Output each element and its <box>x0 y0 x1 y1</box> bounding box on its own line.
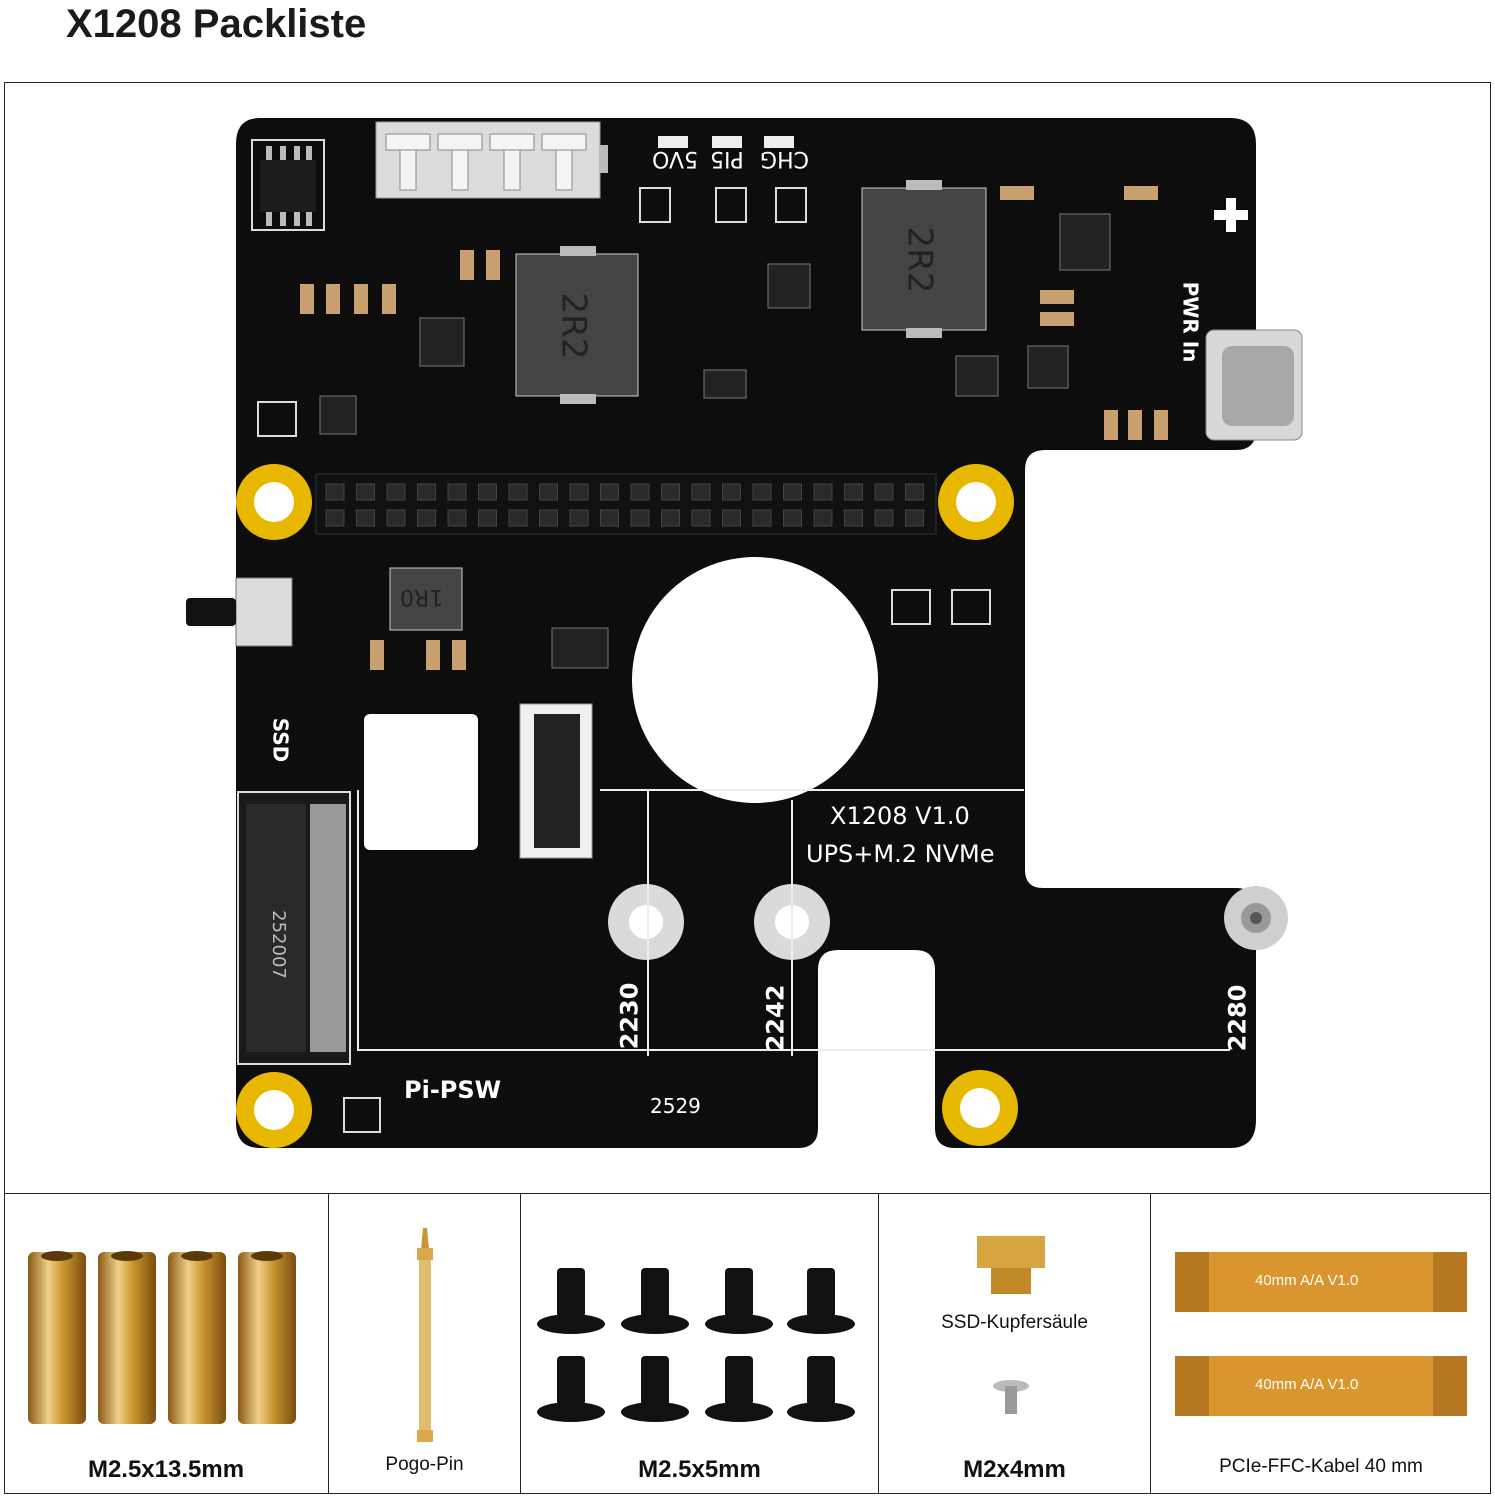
gpio-pin <box>905 509 924 527</box>
brass-standoff-icon <box>28 1251 296 1424</box>
gpio-pin <box>905 483 924 501</box>
gpio-pin <box>813 483 833 501</box>
gpio-pin <box>386 483 406 501</box>
gpio-pin <box>478 509 497 527</box>
gpio-pin <box>844 509 863 527</box>
gpio-pin <box>722 509 741 527</box>
ssd-label: SSD <box>268 717 293 763</box>
standoff-label: M2.5x13.5mm <box>87 1456 245 1483</box>
gpio-pin <box>356 509 375 527</box>
gpio-pin <box>569 483 589 501</box>
gpio-pin <box>630 509 650 527</box>
screw-body <box>641 1268 669 1318</box>
cell-divider <box>328 1193 329 1494</box>
screw-body <box>725 1268 753 1318</box>
screw-head <box>621 1402 689 1422</box>
inductor-label-1: 2R2 <box>553 292 594 360</box>
gpio-pin <box>752 509 772 527</box>
gpio-pin <box>539 483 558 501</box>
led-label-chg: CHG <box>760 146 809 171</box>
ssd-screw-label: M2x4mm <box>963 1456 1066 1483</box>
led-label-5vo: 5VO <box>652 146 698 171</box>
screw-head <box>705 1314 773 1334</box>
screw-head <box>705 1402 773 1422</box>
gpio-pin <box>508 483 528 501</box>
ffc-cable-icon <box>1175 1252 1467 1416</box>
gpio-pin <box>874 509 894 527</box>
gpio-pin <box>661 483 680 501</box>
gpio-pin <box>356 483 375 501</box>
packing-list-frame <box>4 82 1491 1494</box>
gpio-pin <box>417 509 436 527</box>
cell-divider <box>878 1193 879 1494</box>
slot-label-2280: 2280 <box>1223 984 1252 1052</box>
gpio-pin <box>874 483 894 501</box>
screw-body <box>557 1356 585 1406</box>
screw-label: M2.5x5mm <box>638 1456 761 1483</box>
gpio-pin <box>722 483 741 501</box>
screw-head <box>787 1314 855 1334</box>
pogo-pin-icon <box>417 1228 433 1442</box>
x1208-board-image <box>186 118 1303 1148</box>
gpio-pin <box>600 483 619 501</box>
serial-label: 2529 <box>650 1094 701 1118</box>
gpio-pin <box>752 483 772 501</box>
accessory-cell-standoffs: M2.5x13.5mm <box>4 1194 328 1493</box>
ffc-cable-label: PCIe-FFC-Kabel 40 mm <box>1219 1456 1423 1477</box>
gpio-pin <box>325 509 345 527</box>
led-label-pi5: PI5 <box>710 146 744 171</box>
page-title: X1208 Packliste <box>66 2 367 46</box>
accessory-cell-ssd-pillar: SSD-Kupfersäule M2x4mm <box>879 1194 1150 1493</box>
gpio-pin <box>569 509 589 527</box>
board-subtitle-label: UPS+M.2 NVMe <box>806 840 995 868</box>
inductor-label-3: 1R0 <box>400 584 444 609</box>
cell-divider <box>1150 1193 1151 1494</box>
cable-print-bottom: 40mm A/A V1.0 <box>1255 1376 1359 1393</box>
screw-body <box>641 1356 669 1406</box>
gpio-pin <box>661 509 680 527</box>
screw-body <box>807 1356 835 1406</box>
cell-divider <box>520 1193 521 1494</box>
gpio-pin <box>783 483 802 501</box>
inductor-label-2: 2R2 <box>899 226 940 294</box>
gpio-pin <box>508 509 528 527</box>
pogo-pin-label: Pogo-Pin <box>385 1454 464 1475</box>
copper-pillar-icon <box>977 1236 1045 1414</box>
board-model-label: X1208 V1.0 <box>830 802 970 830</box>
gpio-pin <box>813 509 833 527</box>
screw-body <box>557 1268 585 1318</box>
power-in-label: PWR In <box>1178 281 1203 363</box>
screw-body <box>807 1268 835 1318</box>
plus-icon <box>1214 198 1248 232</box>
accessory-cell-ffc-cable: 40mm A/A V1.0 40mm A/A V1.0 PCIe-FFC-Kab… <box>1151 1194 1491 1493</box>
ssd-pillar-caption: SSD-Kupfersäule <box>941 1312 1088 1333</box>
gpio-pin <box>783 509 802 527</box>
gpio-pin <box>447 509 467 527</box>
slot-label-2242: 2242 <box>761 984 790 1052</box>
connector-code-label: 252007 <box>267 910 289 979</box>
gpio-pin <box>539 509 558 527</box>
gpio-pin <box>386 509 406 527</box>
gpio-pin <box>447 483 467 501</box>
black-screw-icon <box>537 1268 855 1422</box>
cable-print-top: 40mm A/A V1.0 <box>1255 1272 1359 1289</box>
accessory-row-divider <box>4 1193 1491 1194</box>
screw-head <box>537 1402 605 1422</box>
slot-label-2230: 2230 <box>615 982 644 1050</box>
gpio-pin <box>325 483 345 501</box>
gpio-pin <box>844 483 863 501</box>
switch-label: Pi-PSW <box>404 1076 502 1104</box>
accessory-cell-pogo-pin: Pogo-Pin <box>329 1194 520 1493</box>
gpio-pin <box>630 483 650 501</box>
screw-head <box>621 1314 689 1334</box>
screw-head <box>537 1314 605 1334</box>
gpio-pin <box>691 483 711 501</box>
gpio-pin <box>600 509 619 527</box>
screw-body <box>725 1356 753 1406</box>
gpio-pin <box>691 509 711 527</box>
gpio-pin <box>478 483 497 501</box>
gpio-pin <box>417 483 436 501</box>
screw-head <box>787 1402 855 1422</box>
accessory-cell-screws: M2.5x5mm <box>521 1194 878 1493</box>
